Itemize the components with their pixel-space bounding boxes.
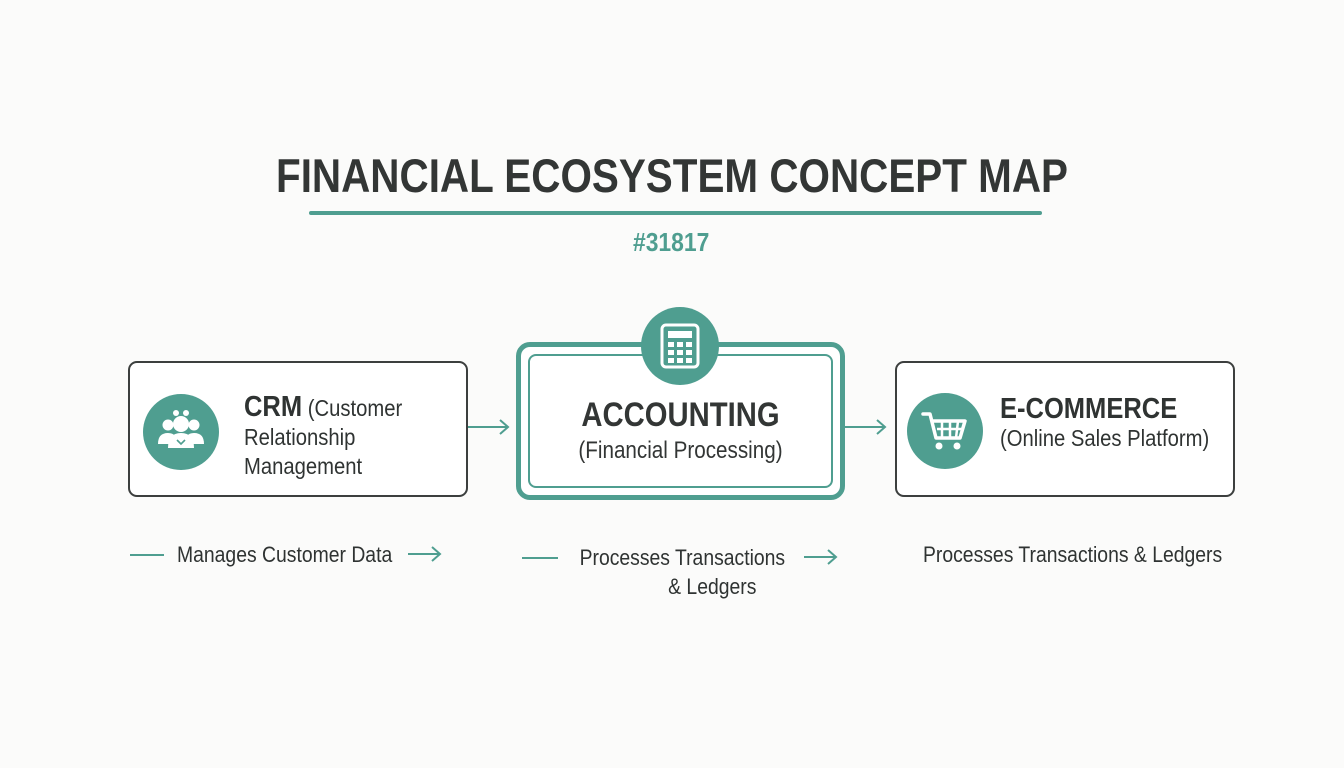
crm-line1: (Customer bbox=[302, 395, 403, 421]
crm-line2: Relationship bbox=[244, 424, 356, 450]
crm-to-accounting-arrow bbox=[468, 419, 510, 435]
crm-label: CRM (Customer Relationship Management bbox=[244, 393, 402, 481]
accounting-caption-line1: Processes Transactions bbox=[579, 545, 786, 570]
shopping-cart-icon bbox=[907, 393, 983, 469]
crm-node: CRM (Customer Relationship Management bbox=[128, 361, 468, 497]
accounting-caption-line2: & Ledgers bbox=[668, 574, 757, 599]
crm-caption: Manages Customer Data bbox=[177, 542, 393, 567]
crm-line3: Management bbox=[244, 453, 363, 479]
crm-caption-arrow bbox=[408, 546, 442, 562]
people-group-icon bbox=[143, 394, 219, 470]
accounting-name: ACCOUNTING bbox=[581, 396, 780, 434]
ecommerce-caption: Processes Transactions & Ledgers bbox=[923, 542, 1223, 567]
caption-dash bbox=[522, 557, 558, 559]
ecommerce-node: E-COMMERCE (Online Sales Platform) bbox=[895, 361, 1235, 497]
ecommerce-label: E-COMMERCE (Online Sales Platform) bbox=[1000, 395, 1209, 453]
crm-name: CRM bbox=[244, 391, 303, 423]
ecommerce-name: E-COMMERCE bbox=[1000, 393, 1178, 425]
accounting-subtitle: (Financial Processing) bbox=[578, 437, 783, 464]
calculator-icon bbox=[641, 307, 719, 385]
diagram-id: #31817 bbox=[632, 227, 710, 257]
accounting-caption: Processes Transactions & Ledgers bbox=[575, 543, 790, 601]
accounting-caption-arrow bbox=[804, 549, 838, 565]
ecommerce-subtitle: (Online Sales Platform) bbox=[1000, 425, 1210, 451]
diagram-title: FINANCIAL ECOSYSTEM CONCEPT MAP bbox=[276, 149, 1068, 202]
caption-dash bbox=[130, 554, 164, 556]
accounting-to-ecommerce-arrow bbox=[845, 419, 887, 435]
title-underline bbox=[309, 211, 1042, 215]
